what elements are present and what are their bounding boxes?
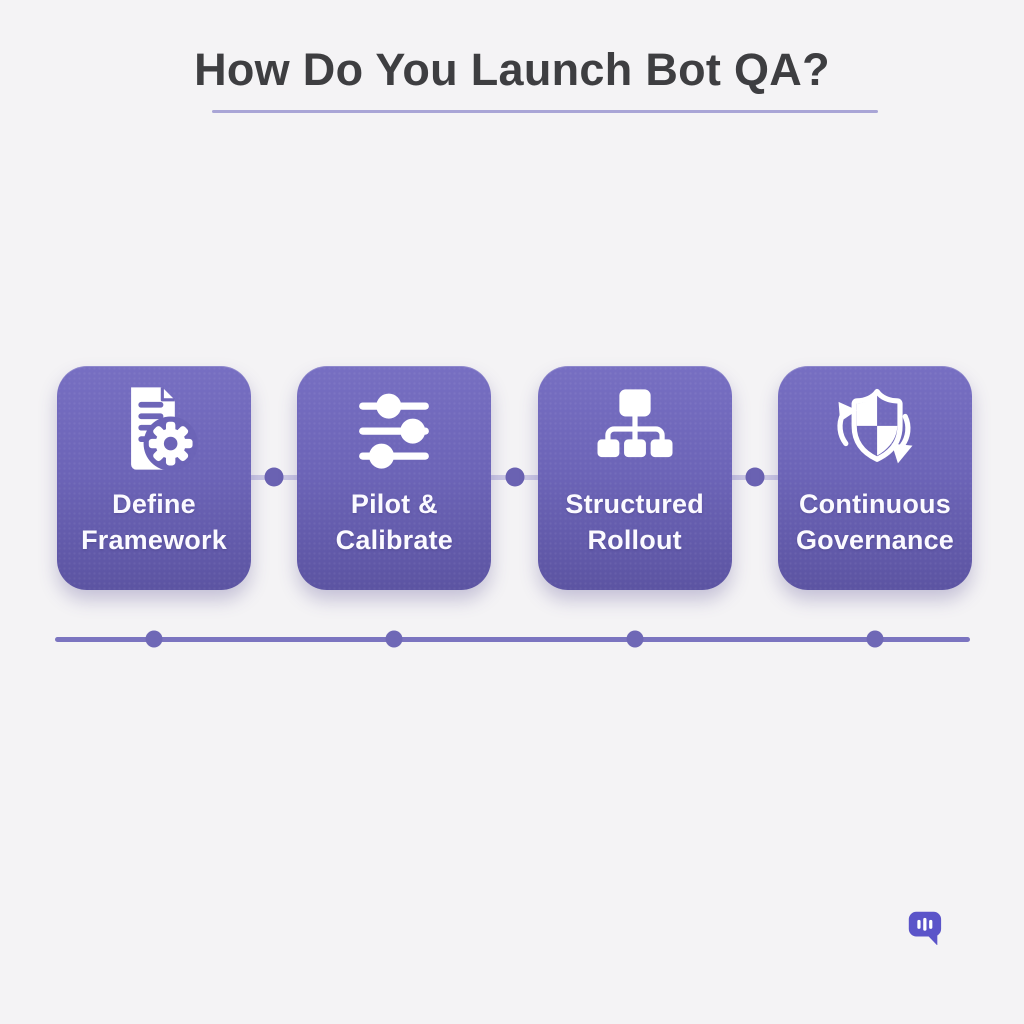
title-underline xyxy=(212,110,878,113)
brand-logo xyxy=(905,907,943,946)
sliders-icon xyxy=(359,393,430,469)
timeline-line xyxy=(55,637,970,642)
timeline-dot xyxy=(866,630,884,648)
step-card-pilot-calibrate: Pilot & Calibrate xyxy=(297,366,492,590)
connector-dot xyxy=(745,467,765,487)
connector-dot xyxy=(264,467,284,487)
timeline xyxy=(55,629,970,651)
connector-dot xyxy=(505,467,524,487)
page-title: How Do You Launch Bot QA? xyxy=(194,44,830,95)
chat-bubble-icon xyxy=(908,911,942,946)
step-label: Structured Rollout xyxy=(565,489,704,555)
step-card-continuous-governance: Continuous Governance xyxy=(777,366,972,590)
timeline-dot xyxy=(145,630,163,648)
steps-row: Define Framework Pilot & Calibrate xyxy=(57,366,972,590)
step-label: Continuous Governance xyxy=(795,489,955,555)
org-chart-icon xyxy=(597,389,673,458)
step-label: Define Framework xyxy=(81,489,227,555)
shield-sync-icon xyxy=(837,388,913,464)
timeline-dot xyxy=(385,630,403,648)
step-label: Pilot & Calibrate xyxy=(335,489,453,555)
document-gear-icon xyxy=(131,387,198,471)
step-card-structured-rollout: Structured Rollout xyxy=(537,366,732,590)
step-card-define-framework: Define Framework xyxy=(57,366,251,590)
timeline-dot xyxy=(626,630,644,648)
